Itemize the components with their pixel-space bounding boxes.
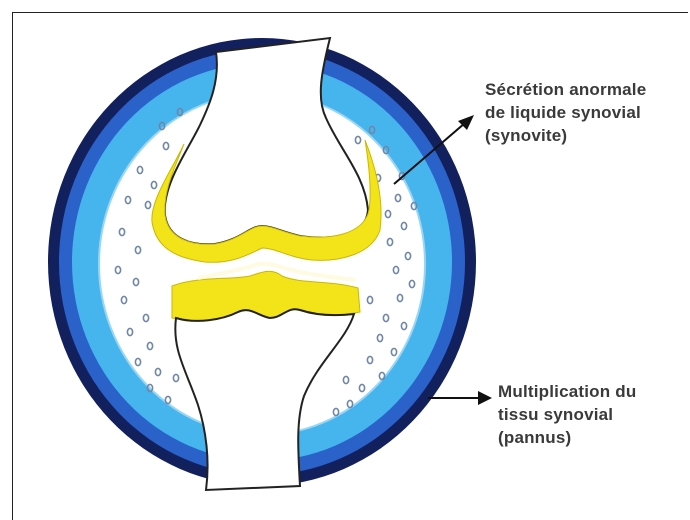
label-pannus-line-1: Multiplication du: [498, 380, 636, 403]
label-synovitis-line-2: de liquide synovial: [485, 101, 646, 124]
label-pannus-line-2: tissu synovial: [498, 403, 636, 426]
label-pannus: Multiplication du tissu synovial (pannus…: [498, 380, 636, 449]
label-synovitis: Sécrétion anormale de liquide synovial (…: [485, 78, 646, 147]
label-synovitis-line-3: (synovite): [485, 124, 646, 147]
label-synovitis-line-1: Sécrétion anormale: [485, 78, 646, 101]
label-pannus-line-3: (pannus): [498, 426, 636, 449]
arrow-multiplication: [428, 391, 492, 405]
